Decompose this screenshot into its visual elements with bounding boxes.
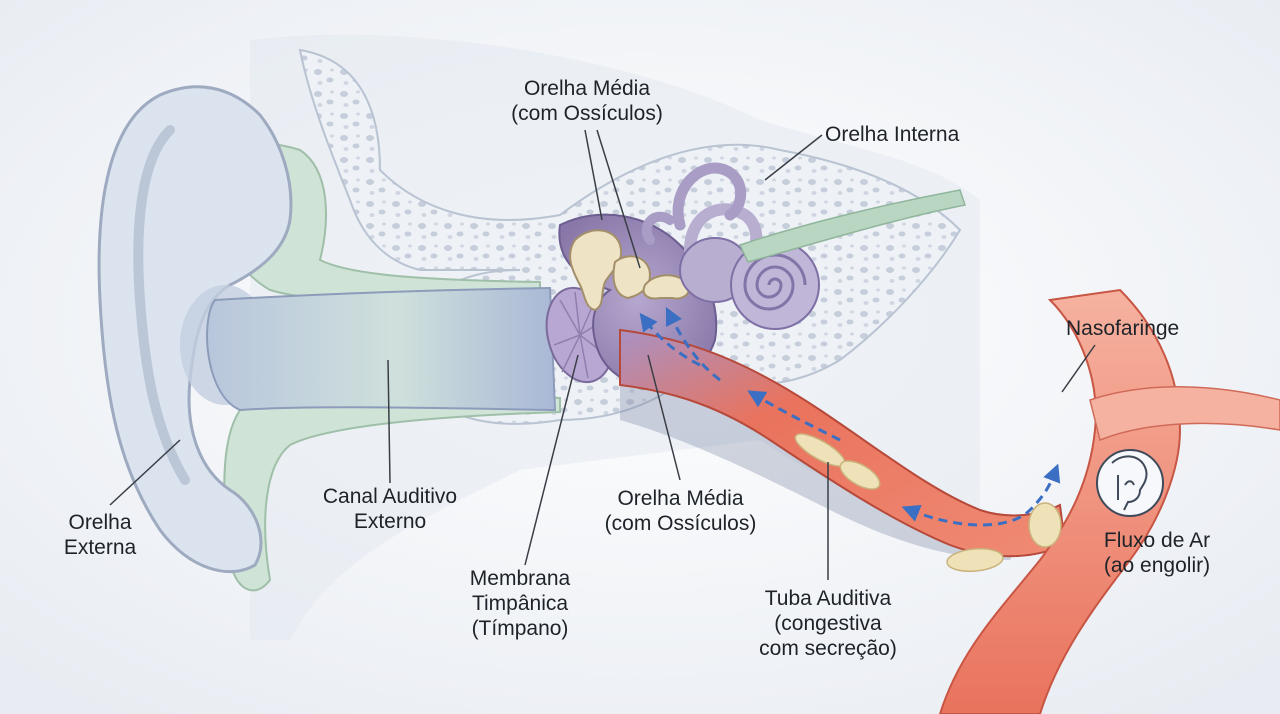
auditory-nerve [738, 189, 966, 263]
label-eardrum: Membrana Timpânica (Tímpano) [450, 566, 590, 641]
label-eustachian-tube-line-3: com secreção) [759, 637, 897, 660]
label-outer-ear: Orelha Externa [40, 510, 160, 560]
nasal-cavity [1089, 386, 1280, 442]
label-eustachian-tube: Tuba Auditiva (congestiva com secreção) [743, 586, 913, 661]
label-eustachian-tube-line-2: (congestiva [774, 612, 882, 635]
label-middle-ear-top-line-2: (com Ossículos) [511, 102, 663, 125]
label-eardrum-line-1: Membrana [469, 567, 571, 590]
label-middle-ear-bottom-line-1: Orelha Média [617, 487, 744, 510]
soft-tissue-upper [213, 143, 541, 304]
ear-canal [206, 286, 557, 412]
inner-ear [641, 162, 966, 330]
label-inner-ear-line-1: Orelha Interna [825, 123, 960, 146]
swallowing-head-icon [1096, 449, 1164, 517]
label-airflow-line-1: Fluxo de Ar [1103, 529, 1211, 552]
label-inner-ear: Orelha Interna [825, 122, 959, 147]
label-airflow-line-2: (ao engolir) [1103, 554, 1211, 577]
label-eardrum-line-2: Timpânica [471, 592, 569, 615]
airflow-arrows [639, 306, 1061, 527]
label-middle-ear-top-line-1: Orelha Média [523, 77, 651, 100]
label-middle-ear-top: Orelha Média (com Ossículos) [497, 76, 677, 126]
label-middle-ear-bottom-line-2: (com Ossículos) [604, 512, 757, 535]
label-eustachian-tube-line-1: Tuba Auditiva [764, 587, 892, 610]
label-nasopharynx: Nasofaringe [1066, 316, 1179, 341]
label-ear-canal-line-1: Canal Auditivo [322, 485, 458, 508]
label-outer-ear-line-1: Orelha [68, 511, 132, 534]
label-ear-canal: Canal Auditivo Externo [305, 484, 475, 534]
label-airflow: Fluxo de Ar (ao engolir) [1088, 528, 1226, 578]
stapes [642, 274, 690, 300]
label-eardrum-line-3: (Tímpano) [471, 617, 569, 640]
label-nasopharynx-line-1: Nasofaringe [1066, 317, 1180, 340]
label-outer-ear-line-2: Externa [63, 536, 137, 559]
pinna-helix [133, 125, 190, 485]
label-ear-canal-line-2: Externo [353, 510, 427, 533]
malleus [569, 229, 623, 312]
label-middle-ear-bottom: Orelha Média (com Ossículos) [588, 486, 773, 536]
leader-lines [109, 129, 1096, 580]
